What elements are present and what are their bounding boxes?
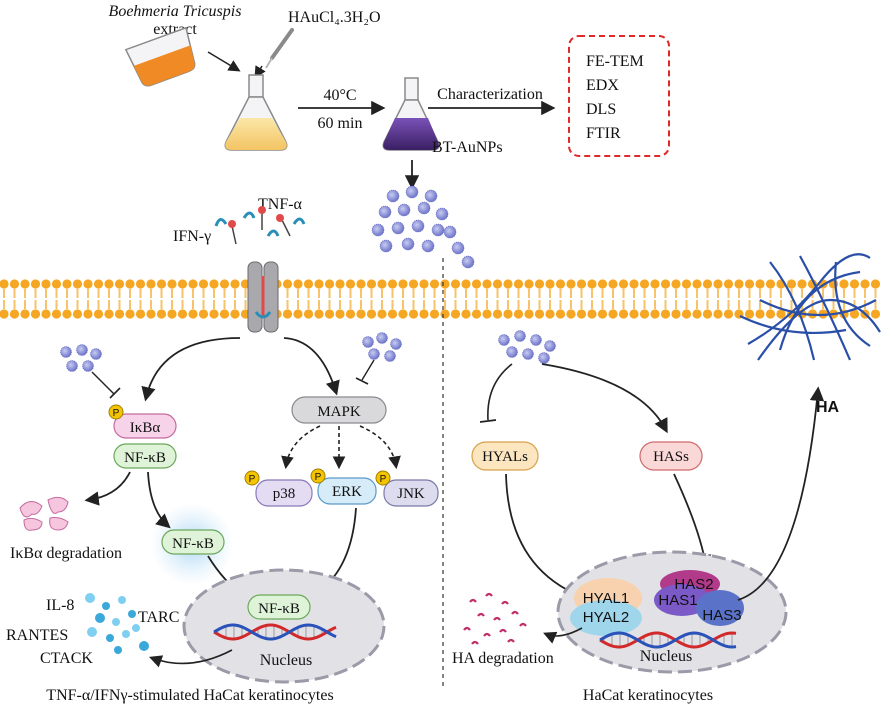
chemokine-il8: IL-8 xyxy=(46,597,74,614)
inhibit-bar-mapk xyxy=(355,377,369,385)
ikba-degradation-label: IκBα degradation xyxy=(10,545,122,562)
ha-fibers-icon xyxy=(739,253,881,361)
svg-text:P: P xyxy=(249,474,256,485)
inhibit-bar-left xyxy=(109,387,121,399)
cell-membrane xyxy=(0,279,881,319)
nfkb-box xyxy=(113,443,177,469)
mapk-box xyxy=(291,396,387,424)
extract-arrow xyxy=(207,51,241,72)
receptor-to-mapk-arrow xyxy=(283,337,340,396)
ikba-fragments-icon xyxy=(19,496,69,531)
nucleus-left-label: Nucleus xyxy=(260,652,312,669)
has1-label: HAS1 xyxy=(658,592,697,609)
tnf-alpha-label: TNF-α xyxy=(258,196,303,213)
synthesis-section: Boehmeria Tricuspis extract HAuCl₄.3H₂O … xyxy=(109,3,670,190)
inhibit-hyals-line xyxy=(487,363,513,421)
temperature-label: 40°C xyxy=(323,87,356,104)
has2-label: HAS2 xyxy=(674,576,713,593)
chemokine-dots-icon xyxy=(85,593,149,654)
jnk-box xyxy=(383,479,439,507)
mapk-label: MAPK xyxy=(317,404,361,420)
plant-name: Boehmeria Tricuspis xyxy=(109,3,242,20)
phospho-erk-icon xyxy=(310,468,326,484)
jnk-label: JNK xyxy=(397,486,425,502)
has-proteins-icon xyxy=(654,570,744,626)
hyal2-label: HYAL2 xyxy=(583,609,629,626)
chemokine-rantes: RANTES xyxy=(6,627,68,644)
hyals-to-nucleus-arrow xyxy=(505,473,584,599)
technique-ftir: FTIR xyxy=(586,125,621,142)
ha-label: HA xyxy=(816,399,840,416)
chemokine-ctack: CTACK xyxy=(40,650,93,667)
characterization-label: Characterization xyxy=(437,86,543,103)
nanoparticle-cluster xyxy=(371,185,475,269)
nuclear-nfkb-label: NF-κB xyxy=(258,601,300,617)
ikba-degradation-arrow xyxy=(84,471,131,506)
ha-degradation-label: HA degradation xyxy=(452,650,554,667)
ikba-label: IκBα xyxy=(130,420,161,436)
nanoparticle-flask-icon xyxy=(382,77,440,151)
right-panel: HYALs HASs HYAL1 HYAL2 HAS2 HAS1 HAS3 Nu… xyxy=(452,253,881,704)
nuclear-nfkb-box xyxy=(247,594,311,620)
nanoparticle-cluster-left xyxy=(60,344,102,372)
hyals-box xyxy=(471,441,539,471)
phospho-jnk-icon xyxy=(375,470,391,486)
phospho-ikba-icon xyxy=(108,404,124,420)
pipette-icon xyxy=(265,28,294,69)
p38-box xyxy=(255,479,313,507)
erk-box xyxy=(317,477,377,505)
dna-left-icon xyxy=(213,623,337,641)
chemokine-tarc: TARC xyxy=(138,609,179,626)
technique-dls: DLS xyxy=(586,101,616,118)
ikba-box xyxy=(113,413,177,439)
ha-degradation-arrow xyxy=(543,627,583,644)
ha-synthesis-arrow xyxy=(737,386,825,601)
techniques-box xyxy=(568,35,670,157)
ifn-gamma-label: IFN-γ xyxy=(173,228,211,245)
nucleus-left xyxy=(182,568,386,684)
reaction-flask-icon xyxy=(224,74,288,151)
cytokine-molecules-icon xyxy=(214,206,306,245)
nanoparticle-cluster-right xyxy=(498,330,556,364)
svg-text:P: P xyxy=(380,474,387,485)
chemokine-release-arrow xyxy=(148,649,233,668)
receptor-to-ikba-arrow xyxy=(141,337,241,402)
cytokine-receptor-icon xyxy=(247,261,279,333)
ha-fragments-icon xyxy=(463,592,527,645)
erk-label: ERK xyxy=(332,484,362,500)
svg-text:P: P xyxy=(113,408,120,419)
hass-box xyxy=(639,441,703,471)
left-panel: TNF-α IFN-γ IκBα xyxy=(6,196,439,704)
hyal-proteins-icon xyxy=(570,578,642,636)
technique-edx: EDX xyxy=(586,77,619,94)
has3-label: HAS3 xyxy=(702,607,741,624)
right-panel-caption: HaCat keratinocytes xyxy=(583,687,713,704)
activate-hass-arrow xyxy=(541,363,668,434)
hyals-label: HYALs xyxy=(482,449,528,465)
nfkb-label: NF-κB xyxy=(124,450,166,466)
gold-salt-label: HAuCl₄.3H₂O xyxy=(288,9,381,26)
duration-label: 60 min xyxy=(318,115,363,132)
left-panel-caption: TNF-α/IFNγ-stimulated HaCat keratinocyte… xyxy=(46,687,333,704)
nanoparticle-cluster-mapk xyxy=(362,332,402,362)
product-label: BT-AuNPs xyxy=(432,139,503,156)
hass-label: HASs xyxy=(653,449,689,465)
svg-text:P: P xyxy=(315,472,322,483)
free-nfkb-box xyxy=(161,529,225,555)
hyal1-label: HYAL1 xyxy=(583,590,629,607)
nfkb-release-arrow xyxy=(147,471,171,529)
free-nfkb-label: NF-κB xyxy=(172,536,214,552)
phospho-p38-icon xyxy=(244,470,260,486)
dna-right-icon xyxy=(599,631,737,649)
technique-fe-tem: FE-TEM xyxy=(586,53,644,70)
nucleus-right-label: Nucleus xyxy=(640,648,692,665)
p38-label: p38 xyxy=(273,486,296,502)
extract-beaker-icon xyxy=(124,26,196,87)
